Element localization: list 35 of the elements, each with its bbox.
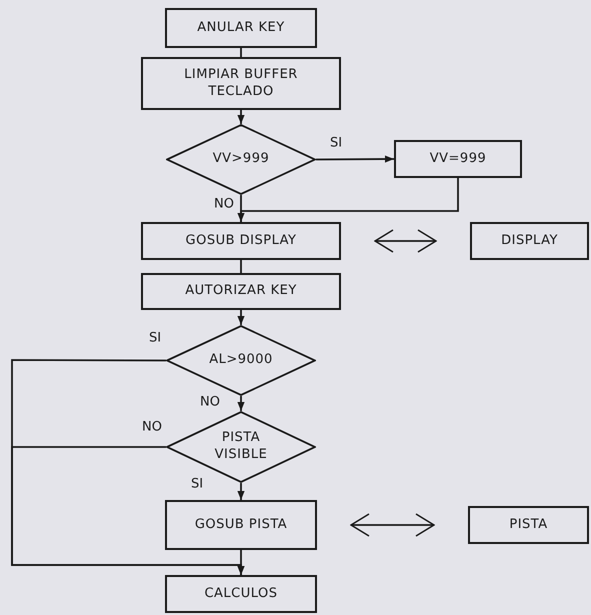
arrow xyxy=(237,396,245,411)
process-box xyxy=(165,8,317,48)
arrow xyxy=(316,155,394,163)
node-text: ANULAR KEY xyxy=(197,20,285,36)
node-text: GOSUB DISPLAY xyxy=(186,232,296,250)
arrow xyxy=(237,110,245,124)
node-text: LIMPIAR BUFFER TECLADO xyxy=(183,66,299,100)
arrow xyxy=(237,178,459,222)
node-text: AUTORIZAR KEY xyxy=(185,283,297,300)
process-box xyxy=(468,506,589,544)
node-text: VV>999 xyxy=(212,151,270,168)
process-box xyxy=(470,222,589,260)
process-box xyxy=(141,57,341,110)
node-text: DISPLAY xyxy=(501,232,558,250)
connector-line xyxy=(240,48,242,57)
connector-line xyxy=(240,260,242,273)
process-box xyxy=(165,575,317,613)
arrow xyxy=(237,310,245,325)
node-text: CALCULOS xyxy=(204,586,278,602)
arrow xyxy=(237,483,245,500)
process-box xyxy=(141,273,341,310)
node-text: GOSUB PISTA xyxy=(194,516,288,534)
node-text: PISTA xyxy=(509,516,548,534)
process-box xyxy=(394,140,522,178)
node-text: AL>9000 xyxy=(209,352,273,369)
connector-line xyxy=(240,550,242,575)
process-box xyxy=(141,222,341,260)
decision-diamond xyxy=(166,124,316,195)
decision-diamond xyxy=(166,325,316,396)
node-text: VV=999 xyxy=(430,150,486,168)
node-text: PISTA VISIBLE xyxy=(214,430,268,464)
double-arrow xyxy=(350,513,435,537)
double-arrow xyxy=(374,229,437,253)
arrow xyxy=(11,446,245,575)
process-box xyxy=(165,500,317,550)
